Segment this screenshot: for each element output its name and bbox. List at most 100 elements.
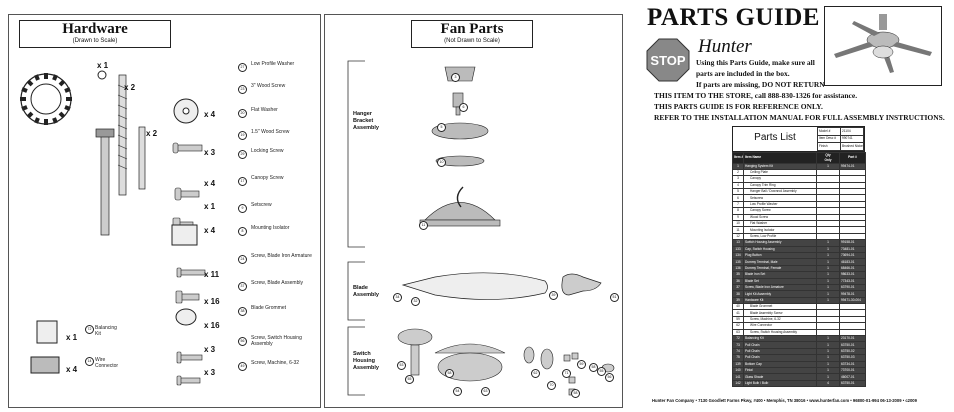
hardware-item-quantity: x 4 xyxy=(204,179,216,188)
low-profile-washer-drawing xyxy=(97,70,107,80)
hunter-logo: Hunter xyxy=(698,36,752,57)
fan-part-bubble: 55 xyxy=(597,367,606,376)
hardware-item-label: Blade Grommet xyxy=(251,305,287,311)
hardware-item-label: 1.5" Wood Screw xyxy=(251,129,290,135)
instruction-line-3: If parts are missing, DO NOT RETURN xyxy=(696,80,825,89)
guide-title: PARTS GUIDE xyxy=(647,4,820,31)
fan-parts-subtitle: (Not Drawn to Scale) xyxy=(444,38,500,44)
part-number-bubble: 20 xyxy=(238,109,247,118)
section-label-hanger: Hanger Bracket Assembly xyxy=(353,111,379,131)
hardware-drawings xyxy=(20,70,206,386)
section-label-switch: Switch Housing Assembly xyxy=(353,351,379,371)
parts-cell-part: 68466-01 xyxy=(839,264,866,273)
parts-cell-part: 63790-01 xyxy=(839,283,866,292)
hardware-item-quantity: x 11 xyxy=(204,270,220,279)
fan-parts-drawings xyxy=(347,60,615,396)
hardware-item-label: Mounting Isolator xyxy=(251,225,290,231)
hardware-item-quantity: x 1 xyxy=(204,202,216,211)
parts-cell-part xyxy=(839,303,866,311)
fan-part-bubble: 51 xyxy=(610,293,619,302)
hardware-item-label: Locking Screw xyxy=(251,148,284,154)
part-number-bubble: 38 xyxy=(238,307,247,316)
parts-cell-part: 99471-30-004 xyxy=(839,296,866,305)
stop-sign-text: STOP xyxy=(650,53,686,68)
fan-part-bubble: 71 xyxy=(562,369,571,378)
parts-list-title: Parts List xyxy=(754,132,796,143)
parts-cell-name: Light Bulb / Bulb xyxy=(743,379,817,388)
hardware-item-quantity: x 2 xyxy=(146,129,158,138)
hardware-left-quantity: x 4 xyxy=(66,365,78,374)
part-number-bubble: 49 xyxy=(238,362,247,371)
fan-part-bubble: 58 xyxy=(571,389,580,398)
instruction-line-5: THIS PARTS GUIDE IS FOR REFERENCE ONLY. xyxy=(654,102,823,111)
model-header-cell: 21104 xyxy=(840,127,864,136)
fan-part-bubble: 53 xyxy=(397,361,406,370)
hardware-item-quantity: x 3 xyxy=(204,148,216,157)
part-number-bubble: 56 xyxy=(238,337,247,346)
fan-part-bubble: 58 xyxy=(445,369,454,378)
hardware-item-label: Canopy Screw xyxy=(251,175,284,181)
part-number-bubble: 17 xyxy=(238,177,247,186)
parts-cell-part: 46183-01 xyxy=(839,258,866,266)
col-item-name: Item Name xyxy=(743,151,817,164)
fan-part-bubble: 3 xyxy=(451,73,460,82)
part-number-bubble: 72 xyxy=(85,325,94,334)
hardware-item-label: Screw, Blade Assembly xyxy=(251,280,303,286)
ceiling-fan-illustration xyxy=(824,6,942,86)
parts-cell-part xyxy=(839,309,866,317)
star-washer-drawing xyxy=(20,73,72,125)
parts-cell-part: 23170-01 xyxy=(839,335,866,343)
parts-cell-part: 77343-01 xyxy=(839,277,866,285)
hardware-item-label: Flat Washer xyxy=(251,107,278,113)
parts-cell-part: 73700-01 xyxy=(839,366,866,375)
instruction-line-1: Using this Parts Guide, make sure all xyxy=(696,58,815,67)
fan-part-bubble: 5 xyxy=(437,123,446,132)
fan-parts-panel: Fan Parts (Not Drawn to Scale) xyxy=(324,14,623,408)
instruction-line-4: THIS ITEM TO THE STORE, call 888-830-132… xyxy=(654,91,858,100)
hardware-item-quantity: x 3 xyxy=(204,368,216,377)
part-number-bubble: 27 xyxy=(238,63,247,72)
hardware-item-label: Screw, Machine, 6-32 xyxy=(251,360,300,366)
fan-part-bubble: 70 xyxy=(547,381,556,390)
col-item-number: Item # xyxy=(732,151,744,164)
hardware-item-label: Screw, Blade Iron Armature xyxy=(251,253,312,259)
hardware-item-quantity: x 4 xyxy=(204,226,216,235)
fan-part-bubble: 63 xyxy=(481,387,490,396)
stop-sign-icon xyxy=(646,38,690,82)
parts-cell-part xyxy=(839,328,866,337)
hardware-panel: Hardware (Drawn to Scale) xyxy=(8,14,321,408)
fan-part-bubble: 10 xyxy=(437,158,446,167)
part-number-bubble: 29 xyxy=(238,150,247,159)
hardware-left-quantity: x 1 xyxy=(66,333,78,342)
hardware-item-quantity: x 3 xyxy=(204,345,216,354)
hardware-header: Hardware (Drawn to Scale) xyxy=(19,20,171,48)
parts-cell-part: 46007-01 xyxy=(839,373,866,381)
fan-parts-title: Fan Parts xyxy=(440,21,504,37)
hardware-item-quantity: x 2 xyxy=(124,83,136,92)
hardware-item-quantity: x 4 xyxy=(204,110,216,119)
hardware-left-label: Balancing Kit xyxy=(95,325,117,337)
parts-cell-part: 98633-01 xyxy=(839,271,866,279)
parts-guide-panel: PARTS GUIDE STOP Hunter Using this Parts… xyxy=(634,0,954,412)
part-number-bubble: 14 xyxy=(85,357,94,366)
hardware-item-label: Setscrew xyxy=(251,202,272,208)
hardware-left-label: Wire Connector xyxy=(95,357,119,369)
fan-part-bubble: 62 xyxy=(531,369,540,378)
fan-part-bubble: 39 xyxy=(549,291,558,300)
